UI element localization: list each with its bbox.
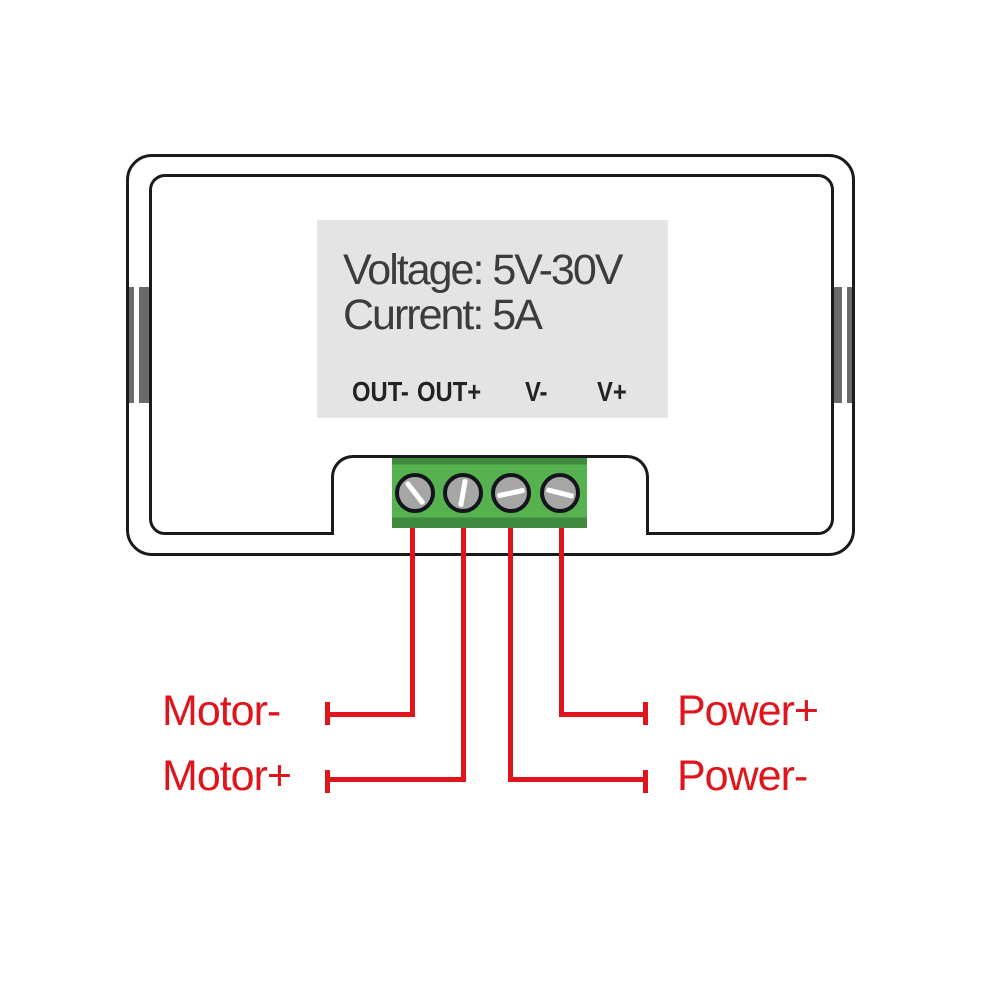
wire-label-motor-plus: Motor+ xyxy=(162,752,292,800)
wire-power-plus-endcap xyxy=(643,702,648,725)
side-clip-left-slit xyxy=(134,287,139,403)
side-clip-right-slit xyxy=(842,287,847,403)
terminal-label-v-minus: V- xyxy=(525,376,548,407)
screw-terminal-out-plus xyxy=(443,473,483,513)
terminal-label-v-plus: V+ xyxy=(597,376,627,407)
screw-terminal-out-minus xyxy=(395,473,435,513)
screw-terminal-v-plus xyxy=(540,473,580,513)
screen-spec-text: Voltage: 5V-30V Current: 5A xyxy=(343,246,623,339)
side-clip-right xyxy=(834,287,852,403)
wire-motor-minus-horizontal xyxy=(327,712,415,717)
wire-motor-plus-horizontal xyxy=(327,777,466,782)
screw-slot xyxy=(496,487,526,499)
wire-label-power-plus: Power+ xyxy=(677,687,819,735)
wire-power-plus-vertical xyxy=(559,505,564,717)
wire-motor-minus-vertical xyxy=(410,505,415,717)
wire-motor-plus-vertical xyxy=(461,505,466,782)
wire-power-minus-horizontal xyxy=(508,777,647,782)
voltage-spec-text: Voltage: 5V-30V xyxy=(343,246,623,294)
wire-power-plus-horizontal xyxy=(559,712,648,717)
side-clip-left xyxy=(129,287,149,403)
screw-slot xyxy=(404,480,426,506)
wire-motor-minus-endcap xyxy=(325,702,330,725)
terminal-label-out-minus: OUT- xyxy=(352,376,409,407)
screw-terminal-v-minus xyxy=(491,473,531,513)
wire-power-minus-endcap xyxy=(643,770,648,793)
current-spec-text: Current: 5A xyxy=(343,291,543,339)
screw-slot xyxy=(545,487,575,499)
wire-label-motor-minus: Motor- xyxy=(162,687,281,735)
terminal-label-out-plus: OUT+ xyxy=(417,376,482,407)
wire-label-power-minus: Power- xyxy=(677,752,808,800)
wire-motor-plus-endcap xyxy=(325,770,330,793)
wire-power-minus-vertical xyxy=(508,505,513,782)
screw-slot xyxy=(458,478,468,508)
lcd-screen: Voltage: 5V-30V Current: 5A OUT- OUT+ V-… xyxy=(317,220,668,418)
